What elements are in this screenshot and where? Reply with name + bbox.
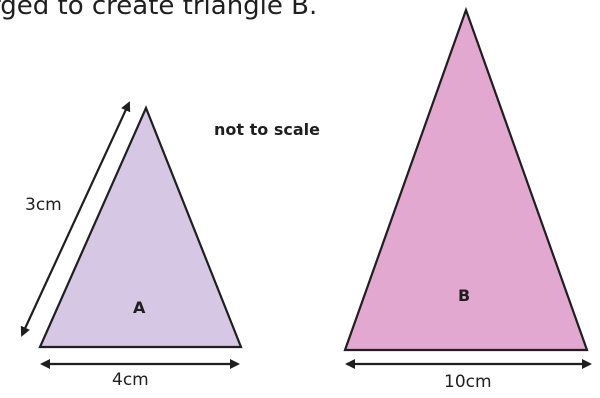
dimension-arrow-side-a	[20, 101, 131, 337]
triangle-b	[343, 6, 589, 352]
side-length-label-a: 3cm	[25, 195, 62, 215]
base-length-label-a: 4cm	[112, 370, 149, 390]
question-text-fragment: rged to create triangle B.	[0, 0, 318, 21]
not-to-scale-note: not to scale	[214, 120, 320, 139]
triangle-label-a: A	[133, 298, 146, 317]
triangle-label-b: B	[458, 286, 471, 305]
base-length-label-b: 10cm	[444, 372, 492, 392]
